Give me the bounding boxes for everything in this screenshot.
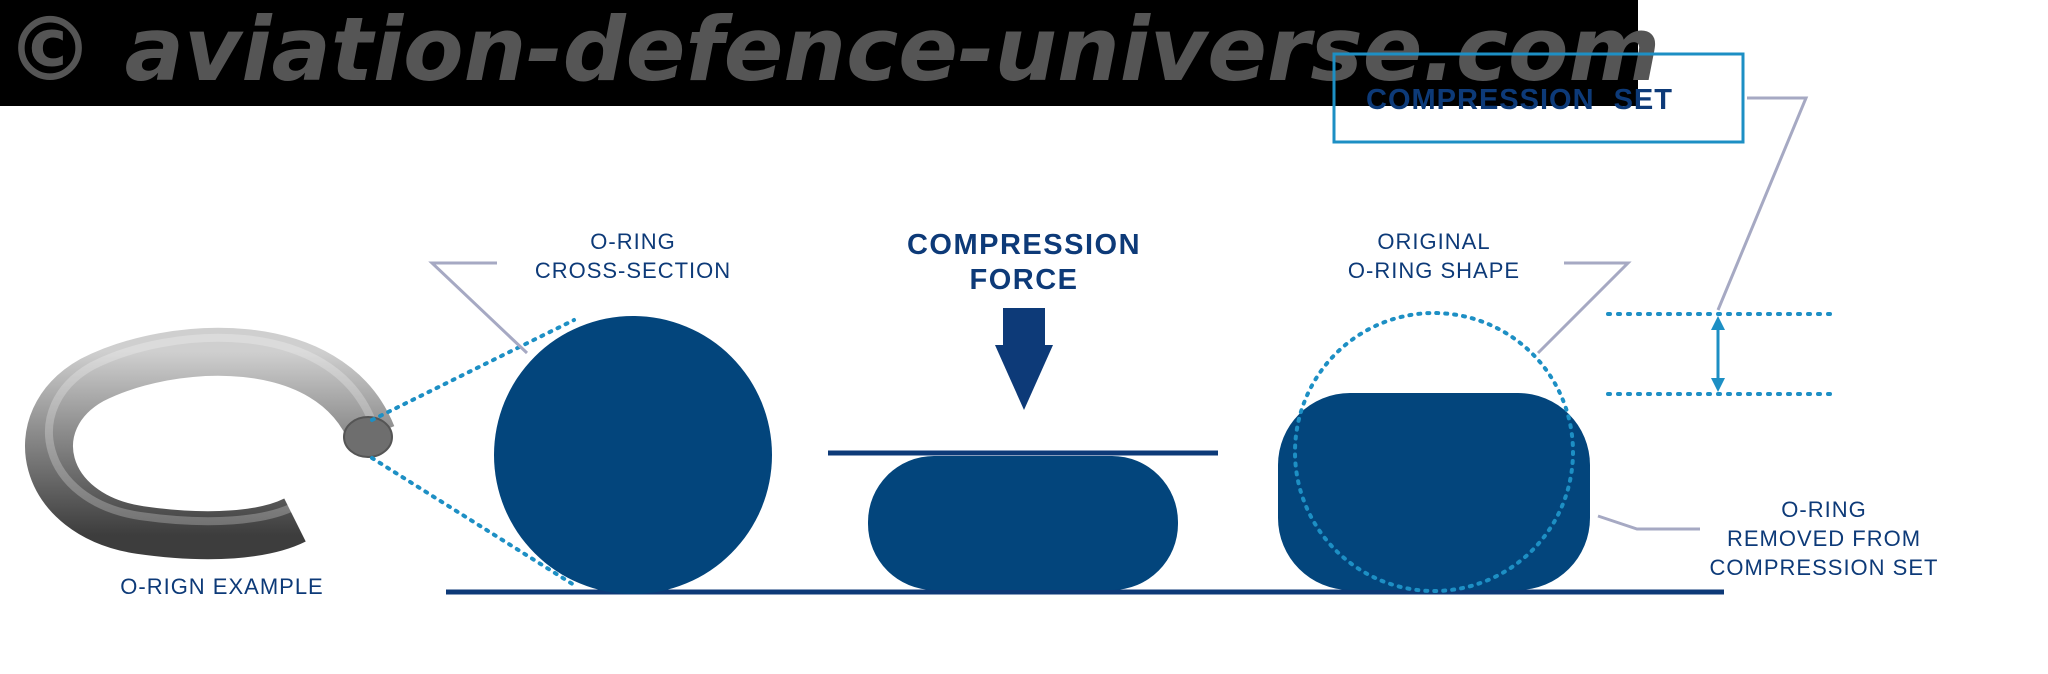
compression-force-label-line2: FORCE xyxy=(970,264,1079,296)
leader-original-shape xyxy=(1536,261,1632,355)
cross-section-label-line2: CROSS-SECTION xyxy=(535,258,731,283)
compressed-oring-shape xyxy=(868,456,1178,590)
removed-label-line1: O-RING xyxy=(1781,497,1866,522)
compression-force-arrow xyxy=(995,308,1053,410)
original-shape-label-line2: O-RING SHAPE xyxy=(1348,258,1520,283)
removed-label-line3: COMPRESSION SET xyxy=(1710,555,1939,580)
compression-set-shape xyxy=(1278,393,1590,590)
oring-example-illustration xyxy=(25,327,395,560)
original-shape-label-line1: ORIGINAL xyxy=(1377,229,1490,254)
compression-force-label-line1: COMPRESSION xyxy=(907,229,1141,261)
original-shape-outline xyxy=(1293,311,1575,593)
removed-label-line2: REMOVED FROM xyxy=(1727,526,1921,551)
leader-removed xyxy=(1597,514,1700,531)
connector-dotted-lower xyxy=(370,456,576,587)
compression-set-dimension-arrow xyxy=(1711,316,1725,392)
page-title: COMPRESSION SET xyxy=(1366,84,1673,116)
title-part2: SET xyxy=(1614,84,1673,116)
oring-cut-face xyxy=(343,416,393,458)
leader-cross-section xyxy=(428,261,529,355)
oring-example-label: O-RIGN EXAMPLE xyxy=(120,574,323,599)
watermark-text: © aviation-defence-universe.com xyxy=(6,0,1660,101)
cross-section-label-line1: O-RING xyxy=(590,229,675,254)
connector-dotted-upper xyxy=(370,318,576,422)
oring-cross-section-circle xyxy=(494,316,772,594)
leader-compression-set-title xyxy=(1716,96,1809,311)
title-box xyxy=(1332,52,1745,144)
title-part1: COMPRESSION xyxy=(1366,84,1595,116)
